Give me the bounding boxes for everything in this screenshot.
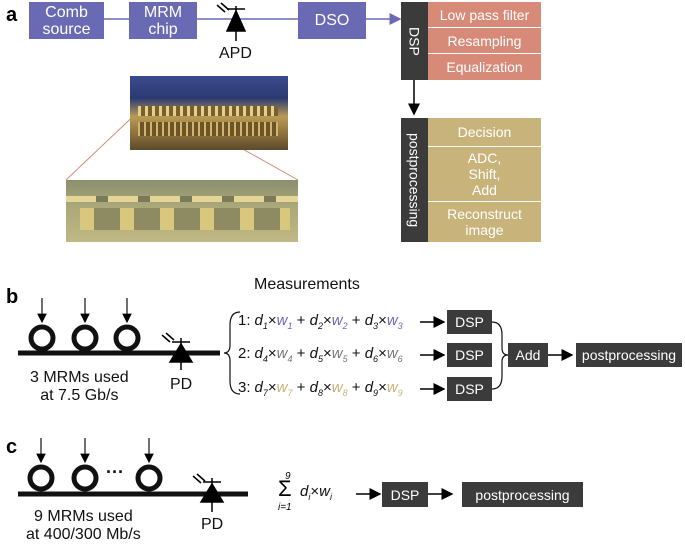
low-pass-filter-step: Low pass filter [428,2,541,27]
dsp-label-box: DSP [401,2,428,80]
weight-symbol: w [386,379,398,396]
postprocessing-vertical-label: postprocessing [406,132,423,228]
times-sign: × [267,345,277,362]
data-symbol: d [309,379,318,396]
data-symbol: d [364,312,374,329]
measurement-index: 3: [238,379,251,396]
measurement-index: 2: [238,345,251,362]
sum-term: di×wi [300,483,332,502]
data-subscript: 7 [262,388,268,398]
dso-box: DSO [298,2,366,39]
data-symbol: d [364,379,374,396]
apd-diode-symbol [216,2,247,41]
measurement-3: 3:d7×w7 + d8×w8 + d9×w9 [238,379,403,398]
plus-sign: + [292,312,310,329]
weight-subscript: 5 [342,354,348,364]
times-sign: × [322,312,332,329]
plus-sign: + [347,312,365,329]
panel-label-a: a [6,4,18,26]
weight-subscript: 2 [342,321,348,331]
data-subscript: 2 [317,321,323,331]
data-symbol: d [254,312,263,329]
panel-label-c: c [6,436,18,458]
b-mrm-caption: 3 MRMs used at 7.5 Gb/s [30,369,129,404]
plus-sign: + [347,379,365,396]
chip-photo [130,76,288,150]
weight-subscript: 6 [397,354,403,364]
dsp-box-2: DSP [447,343,492,367]
data-subscript: 4 [262,354,268,364]
times-sign: × [378,312,387,329]
c-pd-label: PD [201,516,224,533]
apd-label: APD [219,45,252,62]
add-box: Add [508,343,548,367]
dsp-vertical-label: DSP [406,26,423,56]
sum-sigma: Σ [278,476,292,501]
times-sign: × [322,379,332,396]
sum-upper: 9 [285,471,291,482]
measurement-index: 1: [238,312,251,329]
mrm-chip-box: MRM chip [129,2,197,39]
plus-sign: + [347,345,365,362]
weight-subscript: 4 [287,354,293,364]
decision-step: Decision [428,118,541,146]
weight-symbol: w [276,345,288,362]
times-sign: × [378,345,387,362]
data-subscript: 1 [262,321,268,331]
data-symbol: d [309,345,318,362]
weight-symbol: w [386,312,398,329]
pd-c-symbol [192,473,225,512]
reconstruct-image-step: Reconstruct image [428,202,541,242]
data-symbol: d [364,345,374,362]
adc-shift-add-step: ADC, Shift, Add [428,147,541,201]
weight-symbol: w [386,345,398,362]
sum-expression: 9 Σ i=1 di×wi [276,471,356,521]
weight-subscript: 7 [287,388,293,398]
weight-subscript: 3 [397,321,403,331]
data-symbol: d [254,345,263,362]
equalization-step: Equalization [428,54,541,80]
times-sign: × [322,345,332,362]
c-rings-dots: ··· [106,462,124,482]
weight-subscript: 1 [287,321,293,331]
weight-symbol: w [331,312,343,329]
times-sign: × [267,379,277,396]
data-symbol: d [254,379,263,396]
c-postprocessing-box: postprocessing [462,482,583,507]
resampling-step: Resampling [428,28,541,53]
times-sign: × [267,312,277,329]
times-sign: × [378,379,387,396]
postprocessing-label-box: postprocessing [401,118,428,242]
b-pd-label: PD [170,376,193,393]
data-subscript: 6 [373,354,379,364]
data-subscript: 5 [317,354,323,364]
weight-symbol: w [331,345,343,362]
chip-zoom-photo [66,180,298,242]
weight-subscript: 8 [342,388,348,398]
dsp-box-1: DSP [447,310,492,334]
weight-symbol: w [331,379,343,396]
measurements-title: Measurements [254,276,360,293]
plus-sign: + [292,345,310,362]
weight-symbol: w [276,312,288,329]
data-subscript: 3 [373,321,379,331]
plus-sign: + [292,379,310,396]
dsp-box-3: DSP [447,377,492,401]
c-mrm-caption: 9 MRMs used at 400/300 Mb/s [26,508,141,543]
data-symbol: d [309,312,318,329]
b-postprocessing-box: postprocessing [576,343,682,367]
weight-subscript: 9 [397,388,403,398]
data-subscript: 9 [373,388,379,398]
sum-lower: i=1 [278,502,292,513]
data-subscript: 8 [317,388,323,398]
c-dsp-box: DSP [382,482,428,507]
comb-source-box: Comb source [29,2,104,39]
measurement-2: 2:d4×w4 + d5×w5 + d6×w6 [238,345,403,364]
pd-b-symbol [161,332,194,370]
measurement-1: 1:d1×w1 + d2×w2 + d3×w3 [238,312,403,331]
weight-symbol: w [276,379,288,396]
panel-label-b: b [6,286,19,308]
